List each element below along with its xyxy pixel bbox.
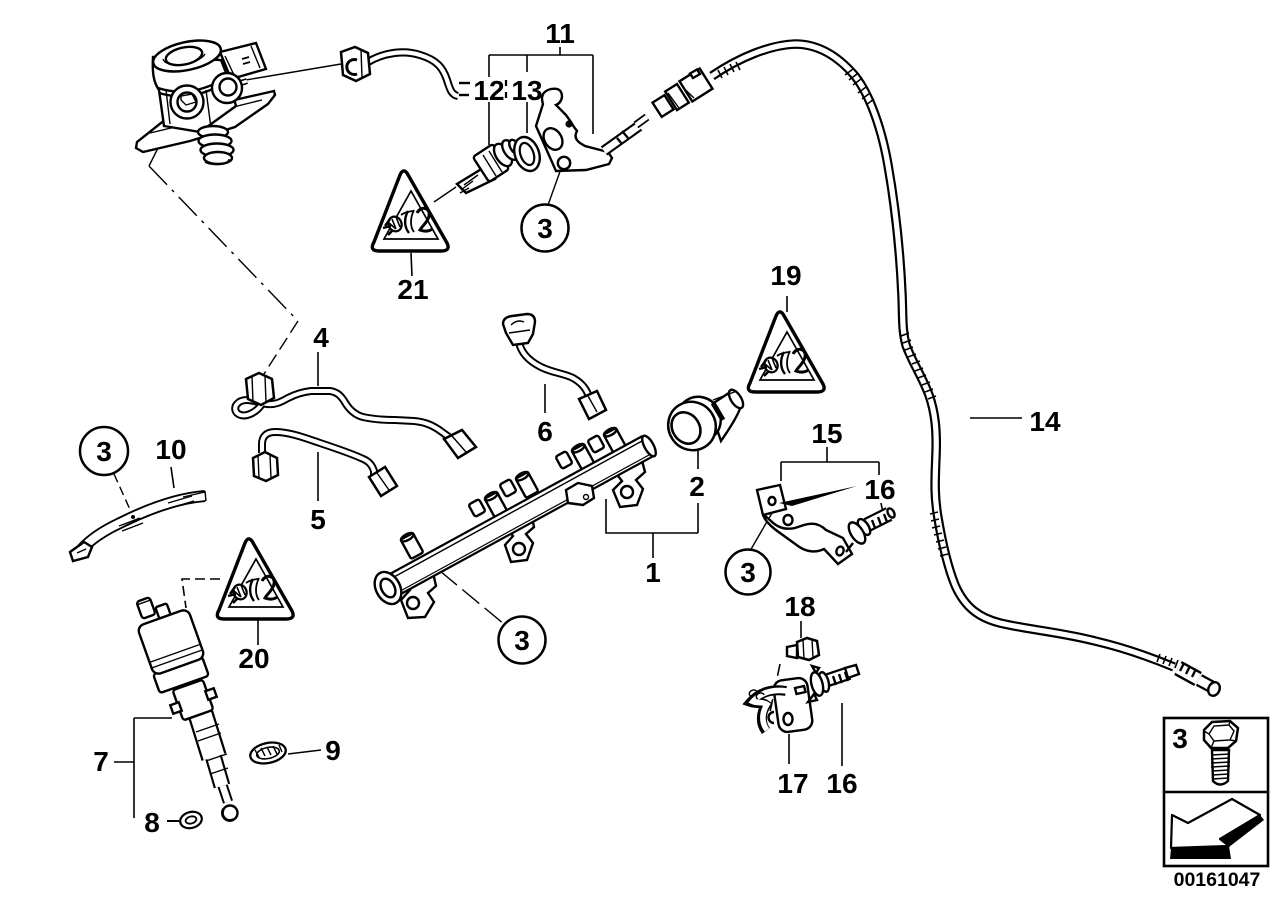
svg-text:1: 1 — [645, 557, 661, 588]
svg-text:4: 4 — [313, 322, 329, 353]
svg-text:21: 21 — [397, 274, 428, 305]
svg-text:8: 8 — [144, 807, 160, 838]
svg-text:19: 19 — [770, 260, 801, 291]
svg-text:3: 3 — [1172, 723, 1188, 754]
svg-text:9: 9 — [325, 735, 341, 766]
svg-text:6: 6 — [537, 416, 553, 447]
svg-text:3: 3 — [96, 436, 112, 467]
svg-text:15: 15 — [811, 418, 842, 449]
svg-text:5: 5 — [310, 504, 326, 535]
svg-text:18: 18 — [784, 591, 815, 622]
svg-text:16: 16 — [864, 474, 895, 505]
svg-text:16: 16 — [826, 768, 857, 799]
svg-text:3: 3 — [740, 557, 756, 588]
svg-text:20: 20 — [238, 643, 269, 674]
svg-text:3: 3 — [537, 213, 553, 244]
svg-text:11: 11 — [545, 18, 575, 49]
svg-text:17: 17 — [777, 768, 808, 799]
svg-text:3: 3 — [514, 625, 530, 656]
svg-text:12: 12 — [473, 75, 504, 106]
svg-text:13: 13 — [511, 75, 542, 106]
svg-text:10: 10 — [155, 434, 186, 465]
svg-text:14: 14 — [1029, 406, 1061, 437]
svg-text:00161047: 00161047 — [1174, 869, 1261, 891]
svg-text:7: 7 — [93, 746, 109, 777]
svg-text:2: 2 — [689, 471, 705, 502]
